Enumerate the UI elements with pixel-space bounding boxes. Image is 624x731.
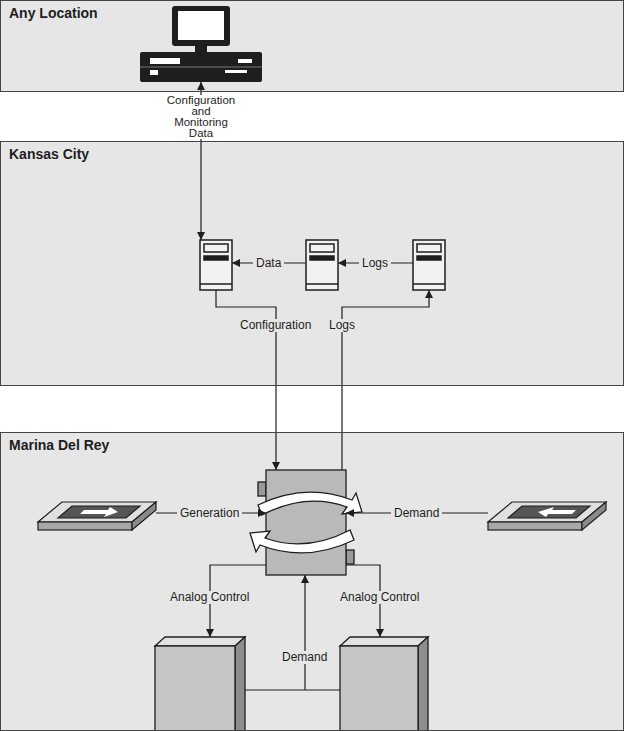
controller-unit-part bbox=[266, 470, 346, 575]
flow-arrow bbox=[342, 290, 429, 470]
band-heading: Marina Del Rey bbox=[9, 437, 109, 454]
server-tower-part bbox=[200, 240, 232, 290]
server-tower bbox=[200, 240, 445, 290]
location-band: Marina Del Rey bbox=[0, 432, 624, 731]
band-heading: Kansas City bbox=[9, 146, 89, 163]
signal-label: Generation bbox=[177, 507, 242, 520]
generation-meter-part bbox=[38, 522, 132, 530]
server-tower-part bbox=[306, 283, 338, 285]
server-tower-part bbox=[413, 240, 445, 290]
signal-label: Data bbox=[253, 257, 284, 270]
server-tower-part bbox=[417, 244, 441, 252]
flow-label: Logs bbox=[326, 319, 358, 332]
flow-arrow bbox=[216, 290, 276, 470]
controller-unit bbox=[250, 470, 362, 575]
signal-label: Demand bbox=[391, 507, 442, 520]
band-fill bbox=[0, 141, 624, 386]
server-tower-part bbox=[413, 283, 445, 285]
equipment-box-part bbox=[235, 637, 245, 731]
controller-unit-part bbox=[258, 482, 266, 496]
signal-line bbox=[156, 513, 488, 690]
computer-icon-part bbox=[140, 52, 262, 82]
controller-unit-part bbox=[258, 492, 362, 515]
computer-icon-part bbox=[178, 11, 224, 40]
equipment-box-part bbox=[340, 637, 428, 646]
equipment-box bbox=[155, 637, 428, 731]
location-band: Any Location bbox=[0, 0, 624, 92]
server-tower-part bbox=[417, 256, 441, 260]
computer-icon-part bbox=[150, 70, 158, 75]
equipment-box-part bbox=[155, 646, 235, 731]
signal-label: Demand bbox=[279, 651, 330, 664]
server-tower-part bbox=[204, 244, 228, 252]
controller-unit-part bbox=[250, 530, 354, 553]
equipment-box-part bbox=[418, 637, 428, 731]
equipment-box-part bbox=[155, 637, 245, 646]
flow-label: Configuration bbox=[237, 319, 314, 332]
band-heading: Any Location bbox=[9, 5, 98, 22]
demand-meter bbox=[488, 502, 606, 530]
signal-line-part bbox=[245, 689, 340, 690]
computer-icon-part bbox=[195, 46, 207, 52]
computer-icon-part bbox=[172, 6, 230, 46]
computer-icon-part bbox=[150, 58, 180, 64]
server-tower-part bbox=[310, 244, 334, 252]
signal-label: Analog Control bbox=[167, 591, 252, 604]
computer-icon-part bbox=[225, 70, 247, 73]
computer-icon bbox=[140, 6, 262, 82]
generation-meter-part bbox=[58, 506, 140, 518]
band-fill bbox=[0, 0, 624, 92]
flow-label: Configuration and Monitoring Data bbox=[163, 95, 239, 139]
band-fill bbox=[0, 432, 624, 731]
signal-line-part bbox=[304, 575, 305, 690]
signal-label: Logs bbox=[359, 257, 391, 270]
demand-meter-part bbox=[508, 506, 590, 518]
computer-icon-part bbox=[140, 67, 262, 68]
demand-meter-part bbox=[538, 507, 576, 517]
server-tower-part bbox=[204, 256, 228, 260]
server-tower-part bbox=[310, 256, 334, 260]
generation-meter bbox=[38, 502, 156, 530]
computer-icon-part bbox=[238, 59, 252, 63]
controller-unit-part bbox=[346, 550, 354, 564]
signal-label: Analog Control bbox=[337, 591, 422, 604]
generation-meter-part bbox=[80, 507, 118, 517]
equipment-box-part bbox=[340, 646, 418, 731]
server-tower-part bbox=[306, 240, 338, 290]
location-band: Kansas City bbox=[0, 141, 624, 386]
demand-meter-part bbox=[488, 522, 582, 530]
server-tower-part bbox=[200, 283, 232, 285]
